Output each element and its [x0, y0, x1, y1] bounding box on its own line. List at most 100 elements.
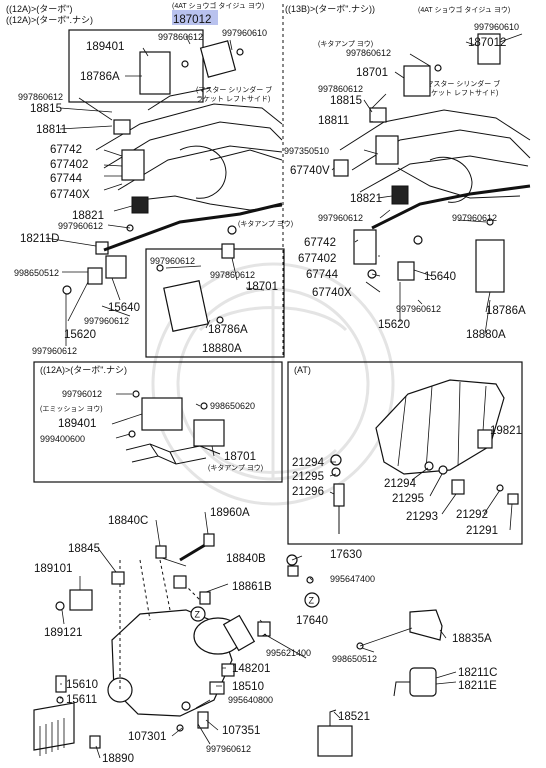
header-mid-right: (AT): [294, 365, 311, 375]
label-15620-r: 15620: [378, 319, 410, 331]
label-18840C: 18840C: [108, 515, 148, 527]
label-997860612-a: 997860612: [158, 32, 203, 42]
label-19821: 19821: [490, 425, 522, 437]
callout-z-2: [304, 592, 320, 608]
label-18880A-box: 18880A: [202, 343, 242, 355]
label-187012-tl: 187012: [173, 14, 211, 26]
label-21295-a: 21295: [292, 471, 324, 483]
header-mid-left: ((12A)>(ターボ".ナシ): [40, 365, 127, 375]
label-15611: 15611: [66, 694, 97, 706]
label-998650620: 998650620: [210, 401, 255, 411]
label-997960610-tr: 997960610: [474, 22, 519, 32]
label-187012-tr: 187012: [468, 37, 506, 49]
label-997960612-r2: 997960612: [452, 213, 497, 223]
label-997860612-mid: 997860612: [210, 270, 255, 280]
label-17630: 17630: [330, 549, 362, 561]
label-18835A: 18835A: [452, 633, 492, 645]
label-18211C: 18211C: [458, 667, 497, 679]
label-997960612-box: 997960612: [150, 256, 195, 266]
label-189121: 189121: [44, 627, 82, 639]
callout-z-1-label: Z: [195, 610, 201, 620]
label-15610: 15610: [66, 679, 98, 691]
label-997860612-tr2: 997860612: [318, 84, 363, 94]
label-99796012-m: 99796012: [62, 389, 102, 399]
note-master-left-2: ラケット レフトサイド): [196, 95, 270, 103]
label-21294-b: 21294: [384, 478, 417, 490]
label-18840B: 18840B: [226, 553, 266, 565]
label-18786A-r: 18786A: [486, 305, 526, 317]
label-148201: 148201: [232, 663, 270, 675]
header-top-left-1: ((12A)>(ターボ"): [6, 4, 72, 14]
note-master-left: (マスター シリンダー ブ: [196, 85, 272, 94]
label-997960612-bot: 997960612: [206, 744, 251, 754]
highlight-187012: [172, 10, 218, 25]
label-189401: 189401: [86, 41, 124, 53]
label-997960612-l3: 997960612: [32, 346, 77, 356]
label-18211D: 18211D: [20, 233, 59, 245]
header-top-right-1: ((13B)>(ターボ".ナシ)): [285, 4, 375, 14]
label-67742-l: 67742: [50, 144, 82, 156]
header-top-left-2: ((12A)>(ターボ".ナシ): [6, 15, 93, 25]
label-18815-r: 18815: [330, 95, 362, 107]
callout-z-1: [190, 606, 206, 622]
label-18811-l: 18811: [36, 124, 67, 136]
label-999400600: 999400600: [40, 434, 85, 444]
header-top-mid: (4AT ショウゴ タイジュ ヨウ): [172, 1, 264, 10]
label-15640-r: 15640: [424, 271, 456, 283]
label-18521: 18521: [338, 711, 370, 723]
label-21293: 21293: [406, 511, 438, 523]
label-18510: 18510: [232, 681, 264, 693]
label-21292: 21292: [456, 509, 488, 521]
label-107351: 107351: [222, 725, 260, 737]
label-18815-l: 18815: [30, 103, 62, 115]
label-107301: 107301: [128, 731, 166, 743]
label-189101: 189101: [34, 563, 72, 575]
label-998650512-b: 998650512: [332, 654, 377, 664]
label-677402-l: 677402: [50, 159, 88, 171]
label-18821-r: 18821: [350, 193, 382, 205]
label-18821-l: 18821: [72, 210, 104, 222]
label-21296: 21296: [292, 486, 324, 498]
label-997960612-r1: 997960612: [318, 213, 363, 223]
note-kita-3: (キタアンプ ヨウ): [208, 463, 263, 472]
label-15640-l: 15640: [108, 302, 140, 314]
notes: (マスター シリンダー ブ ラケット レフトサイド) (マスター シリンダー ブ…: [40, 39, 500, 472]
label-18701-tr: 18701: [356, 67, 388, 79]
label-67742-r: 67742: [304, 237, 336, 249]
headers: ((12A)>(ターボ") ((12A)>(ターボ".ナシ) (4AT ショウゴ…: [6, 1, 510, 375]
top-left-drawings: [45, 35, 283, 346]
label-18786A-box: 18786A: [208, 324, 248, 336]
note-master-right-2: ラケット レフトサイド): [424, 89, 498, 97]
label-995640800: 995640800: [228, 695, 273, 705]
bottom-drawings: Z Z: [33, 511, 457, 759]
mid-left-drawings: [111, 390, 225, 465]
label-18890: 18890: [102, 753, 134, 765]
label-21291: 21291: [466, 525, 498, 537]
label-997960612-l1: 997960612: [58, 221, 103, 231]
label-189401-m: 189401: [58, 418, 96, 430]
label-67740V: 67740V: [290, 165, 330, 177]
label-998650512-l: 998650512: [14, 268, 59, 278]
label-995621400: 995621400: [266, 648, 311, 658]
label-18845: 18845: [68, 543, 100, 555]
label-15620-l: 15620: [64, 329, 96, 341]
label-18861B: 18861B: [232, 581, 272, 593]
label-997860612-b: 997860612: [18, 92, 63, 102]
label-21295-b: 21295: [392, 493, 424, 505]
label-67744-r: 67744: [306, 269, 339, 281]
label-997860612-tr: 997860612: [346, 48, 391, 58]
label-18960A: 18960A: [210, 507, 250, 519]
note-master-right: (マスター シリンダー ブ: [424, 79, 500, 88]
label-18211E: 18211E: [458, 680, 497, 692]
header-top-right-2: (4AT ショウゴ タイジュ ヨウ): [418, 5, 510, 14]
label-997960612-r3: 997960612: [396, 304, 441, 314]
label-67740X-r: 67740X: [312, 287, 352, 299]
part-labels: 187012 997960610 189401 997860612 18786A…: [14, 14, 526, 765]
label-677402-r: 677402: [298, 253, 336, 265]
watermark-emblem: [151, 262, 395, 506]
label-18701-m: 18701: [224, 451, 256, 463]
label-67744-l: 67744: [50, 173, 83, 185]
note-emission: (エミッション ヨウ): [40, 405, 103, 413]
label-997960612-l2: 997960612: [84, 316, 129, 326]
